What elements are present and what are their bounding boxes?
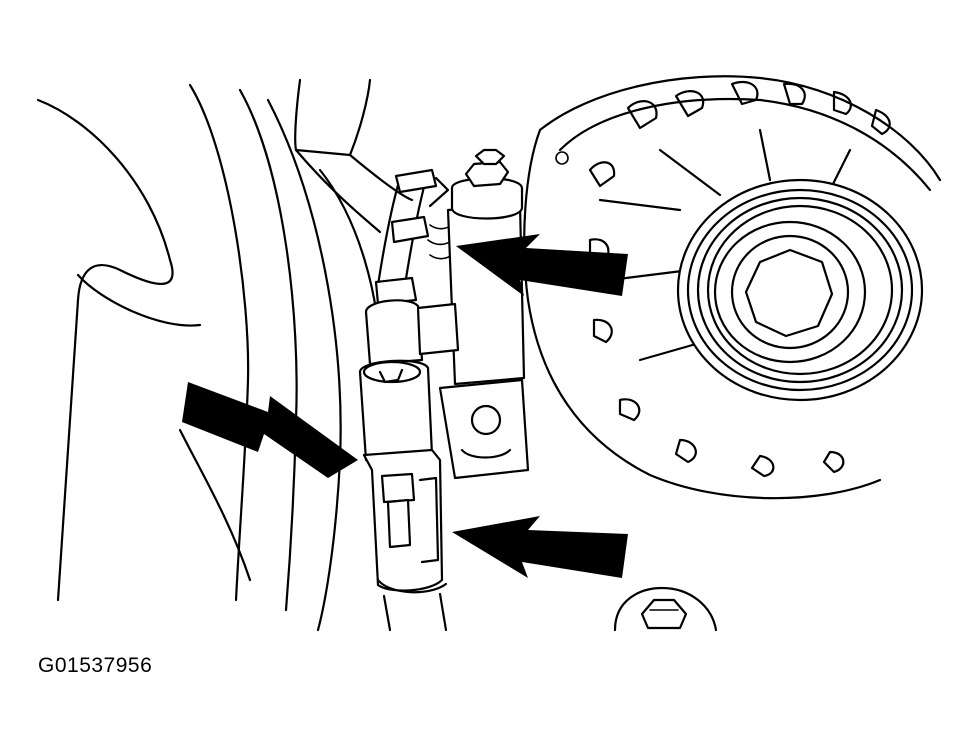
- figure-id-label: G01537956: [38, 654, 153, 677]
- arrow-to-bracket: [456, 234, 628, 296]
- arrow-to-connector-body: [182, 382, 358, 478]
- alternator: [523, 75, 942, 500]
- upper-bracket: [294, 78, 414, 234]
- wire-harness: [374, 168, 457, 306]
- bolt-head: [450, 148, 524, 220]
- lower-bolt: [613, 586, 718, 632]
- arrow-to-connector-latch: [452, 516, 628, 578]
- engine-block-outline: [36, 83, 382, 632]
- electrical-connector: [358, 299, 448, 632]
- alternator-pulley: [676, 178, 924, 402]
